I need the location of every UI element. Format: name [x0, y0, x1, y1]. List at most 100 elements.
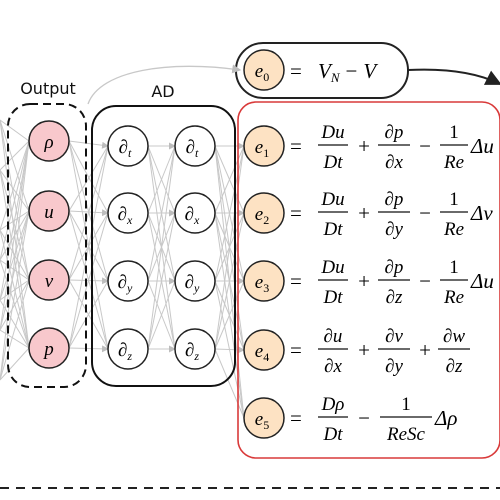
svg-text:Dt: Dt: [323, 152, 344, 173]
svg-text:+: +: [358, 201, 370, 225]
input-edge: [0, 229, 30, 349]
svg-text:Re: Re: [443, 152, 464, 173]
svg-text:−: −: [358, 406, 370, 430]
output-to-ad-edge: [68, 280, 109, 349]
input-edge: [0, 347, 30, 381]
nodes: ρ u v p ∂t ∂x ∂y ∂z: [28, 49, 285, 439]
ad-node-col2-y: ∂y: [174, 260, 216, 302]
svg-text:Re: Re: [443, 219, 464, 240]
svg-text:ρ: ρ: [43, 132, 53, 153]
svg-text:−: −: [419, 269, 431, 293]
svg-text:∂u: ∂u: [324, 326, 343, 347]
svg-text:∂p: ∂p: [385, 122, 404, 143]
ad-node-col2-t: ∂t: [174, 125, 216, 167]
svg-text:Re: Re: [443, 287, 464, 308]
ad-to-residual-edge: [214, 145, 245, 214]
input-edge: [0, 210, 30, 331]
svg-text:e3: e3: [255, 272, 269, 295]
ad-to-residual-edge: [214, 346, 245, 354]
svg-text:Dt: Dt: [323, 219, 344, 240]
equation-e5: = Dρ Dt − 1 ReSc Δρ: [290, 394, 457, 445]
ad-to-ad-edge: [147, 212, 176, 350]
output-to-ad-edge: [68, 145, 109, 281]
svg-text:+: +: [358, 269, 370, 293]
svg-text:∂t: ∂t: [119, 137, 132, 160]
svg-text:1: 1: [449, 122, 459, 143]
ad-to-ad-edge: [147, 145, 176, 214]
equation-e1: = Du Dt + ∂p ∂x − 1 Re Δu: [290, 122, 494, 173]
svg-text:1: 1: [401, 394, 411, 415]
ad-node-col2-x: ∂x: [174, 192, 216, 234]
svg-text:Δu: Δu: [470, 269, 494, 293]
output-node-p: p: [28, 327, 70, 369]
svg-text:∂y: ∂y: [385, 219, 403, 240]
network-edges: [0, 119, 245, 419]
svg-text:∂z: ∂z: [118, 340, 132, 363]
ad-to-ad-edge: [147, 280, 176, 350]
residual-box: [237, 101, 500, 459]
input-edge: [0, 140, 30, 301]
ad-to-residual-edge: [214, 212, 245, 350]
output-group-box: [7, 103, 87, 388]
input-edge: [0, 279, 30, 331]
ad-node-col1-t: ∂t: [107, 125, 149, 167]
input-edge: [0, 140, 30, 381]
ad-node-col2-z: ∂z: [174, 328, 216, 370]
input-edge: [0, 279, 30, 381]
svg-text:p: p: [42, 339, 54, 360]
ad-node-col1-y: ∂y: [107, 260, 149, 302]
svg-text:=: =: [290, 406, 302, 430]
svg-text:e5: e5: [255, 409, 269, 432]
svg-text:Du: Du: [320, 257, 344, 278]
output-to-ad-edge: [68, 140, 109, 214]
svg-text:Δu: Δu: [470, 134, 494, 158]
svg-text:Dt: Dt: [323, 287, 344, 308]
input-edge: [0, 299, 30, 349]
ad-group-box: [91, 105, 236, 387]
equation-e0: = VN−V: [290, 59, 378, 85]
residual-node-e1: e1: [243, 125, 285, 167]
equation-e3: = Du Dt + ∂p ∂z − 1 Re Δu: [290, 257, 494, 308]
svg-text:1: 1: [449, 189, 459, 210]
svg-text:∂x: ∂x: [385, 152, 403, 173]
svg-text:−: −: [419, 134, 431, 158]
input-edge: [0, 140, 30, 231]
svg-text:=: =: [290, 269, 302, 293]
ad-to-residual-edge: [214, 348, 245, 419]
svg-text:∂z: ∂z: [386, 287, 403, 308]
residual-node-e0: e0: [243, 49, 285, 91]
input-edge: [0, 140, 30, 171]
input-edge: [0, 329, 30, 349]
ad-to-residual-edge: [214, 145, 245, 350]
svg-text:1: 1: [449, 257, 459, 278]
svg-text:∂p: ∂p: [385, 189, 404, 210]
ad-to-ad-edge: [147, 145, 176, 350]
svg-text:e1: e1: [255, 137, 269, 160]
svg-text:∂z: ∂z: [185, 340, 199, 363]
output-node-v: v: [28, 259, 70, 301]
svg-text:e4: e4: [255, 341, 269, 364]
ad-to-residual-edge: [214, 145, 245, 282]
input-edge: [0, 119, 30, 212]
input-edge: [0, 169, 30, 281]
output-to-ad-edge: [68, 345, 109, 353]
svg-text:Δρ: Δρ: [434, 406, 457, 430]
input-edge: [0, 210, 30, 301]
svg-text:=: =: [290, 134, 302, 158]
output-to-ad-edge: [68, 140, 109, 149]
residual-node-e5: e5: [243, 397, 285, 439]
svg-text:∂x: ∂x: [185, 204, 200, 227]
svg-text:u: u: [44, 202, 54, 223]
svg-text:=: =: [290, 201, 302, 225]
svg-text:∂z: ∂z: [446, 356, 463, 377]
svg-text:e0: e0: [255, 61, 269, 84]
svg-text:Dt: Dt: [323, 424, 344, 445]
output-label: Output: [20, 79, 76, 98]
input-edge: [0, 210, 30, 381]
svg-text:∂y: ∂y: [118, 272, 133, 295]
ad-to-ad-edge: [147, 145, 176, 282]
svg-text:e2: e2: [255, 204, 269, 227]
output-to-ad-edge: [68, 145, 109, 212]
output-node-rho: ρ: [28, 120, 70, 162]
